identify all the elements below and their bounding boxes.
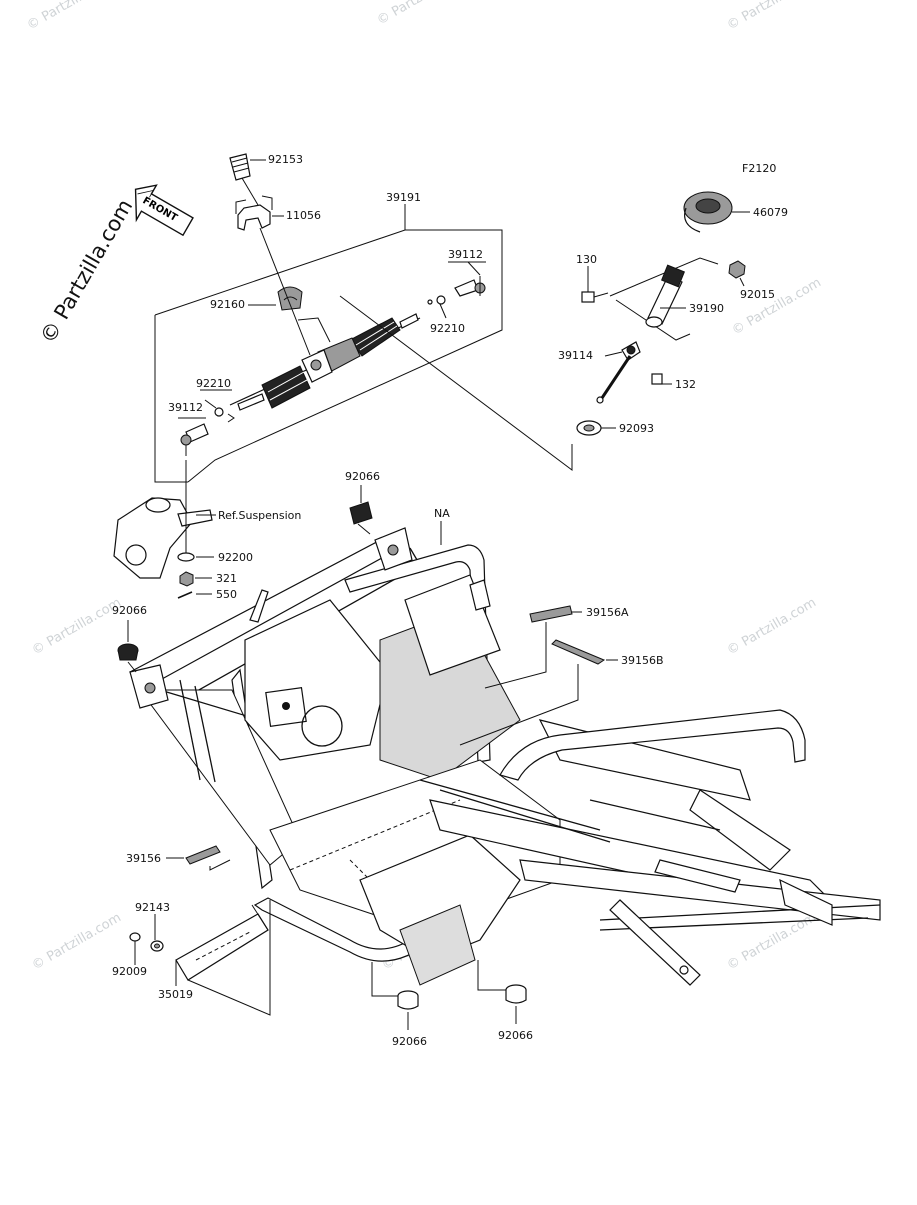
figure-code: F2120	[742, 162, 776, 175]
label-321: 321	[216, 572, 237, 585]
watermark: © Partzilla.com	[725, 910, 819, 973]
part-39156A	[484, 605, 582, 689]
label-92160: 92160	[210, 298, 245, 311]
watermark: © Partzilla.com	[30, 595, 124, 658]
watermark: © Partzilla.com	[725, 595, 819, 658]
part-39112-left	[178, 417, 209, 456]
part-130	[581, 266, 609, 303]
part-92015	[728, 260, 746, 287]
part-92143	[150, 914, 164, 952]
part-39156	[166, 845, 231, 871]
label-92153: 92153	[268, 153, 303, 166]
part-39114	[596, 341, 641, 404]
label-11056: 11056	[286, 209, 321, 222]
part-550	[177, 591, 193, 599]
label-92210-left: 92210	[196, 377, 231, 390]
part-92200	[177, 552, 195, 562]
part-92009	[129, 932, 141, 965]
label-92066-bottom-right: 92066	[498, 1029, 533, 1042]
watermark: © Partzilla.com	[30, 910, 124, 973]
part-11056	[235, 195, 284, 231]
watermark: © Partzilla.com	[725, 0, 819, 33]
label-92066-top: 92066	[345, 470, 380, 483]
label-92093: 92093	[619, 422, 654, 435]
part-92066-top	[349, 485, 373, 535]
part-321	[179, 571, 194, 587]
part-39112-right	[448, 261, 486, 297]
part-46079	[683, 191, 750, 233]
label-92210-right: 92210	[430, 322, 465, 335]
label-39190: 39190	[689, 302, 724, 315]
label-ref-suspension: Ref.Suspension	[218, 509, 301, 522]
label-39156B: 39156B	[621, 654, 664, 667]
steering-column-group	[576, 191, 750, 436]
watermark: © Partzilla.com	[375, 0, 469, 28]
part-92153	[229, 153, 266, 181]
label-39191: 39191	[386, 191, 421, 204]
label-39112-right: 39112	[448, 248, 483, 261]
main-frame	[129, 521, 881, 986]
part-92210-left	[200, 389, 235, 423]
knuckle-group	[113, 460, 216, 599]
part-39190	[645, 264, 686, 328]
part-labels: 92153 11056 39191 39112 92160 92210 9221…	[112, 153, 788, 1048]
label-132: 132	[675, 378, 696, 391]
part-92066-bottom-left	[371, 962, 419, 1030]
front-arrow-icon	[134, 184, 194, 237]
label-130: 130	[576, 253, 597, 266]
label-39112-left: 39112	[168, 401, 203, 414]
part-92066-left	[117, 620, 139, 673]
label-46079: 46079	[753, 206, 788, 219]
steering-rack-group	[154, 153, 573, 483]
brand-watermark-large: © Partzilla.com	[36, 195, 138, 347]
part-132	[651, 373, 672, 385]
label-35019: 35019	[158, 988, 193, 1001]
label-92015: 92015	[740, 288, 775, 301]
label-39156A: 39156A	[586, 606, 629, 619]
part-92093	[576, 420, 616, 436]
label-92066-left: 92066	[112, 604, 147, 617]
label-92009: 92009	[112, 965, 147, 978]
part-92160	[248, 286, 303, 311]
part-92066-bottom-right	[477, 960, 527, 1024]
part-35019	[175, 900, 271, 1016]
label-39114: 39114	[558, 349, 593, 362]
label-550: 550	[216, 588, 237, 601]
label-92066-bottom-left: 92066	[392, 1035, 427, 1048]
part-39156B	[459, 639, 618, 746]
label-92200: 92200	[218, 551, 253, 564]
label-92143: 92143	[135, 901, 170, 914]
label-39156: 39156	[126, 852, 161, 865]
steering-rack	[229, 313, 421, 411]
part-92210-right	[427, 295, 447, 319]
label-na: NA	[434, 507, 450, 520]
watermark: © Partzilla.com	[25, 0, 119, 33]
